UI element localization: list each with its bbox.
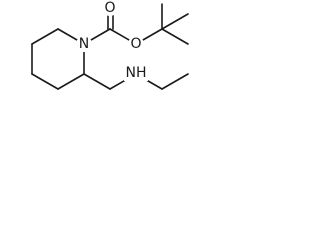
amine-label: NH xyxy=(126,65,147,81)
ring-bond-n-c2 xyxy=(57,73,85,90)
bond-ethyl-methyl xyxy=(161,73,189,90)
atom-amine: NH xyxy=(124,65,148,81)
structure-diagram: N O O NH xyxy=(31,0,189,90)
ester-oxygen-label: O xyxy=(130,36,141,52)
ring-bond-c4-c5 xyxy=(31,28,59,45)
piperidine-ring xyxy=(31,28,85,90)
atom-ring-nitrogen: N xyxy=(76,36,92,52)
carbonyl-oxygen-label: O xyxy=(104,0,115,16)
bond-c2-methylene xyxy=(83,73,111,90)
ring-bond-c2-c3 xyxy=(31,73,59,90)
tert-butyl-group xyxy=(161,3,189,45)
atom-ester-oxygen: O xyxy=(128,36,144,52)
tbutyl-methyl-down xyxy=(161,28,189,45)
tbutyl-methyl-right xyxy=(161,13,189,30)
ring-nitrogen-label: N xyxy=(79,36,89,52)
atom-carbonyl-oxygen: O xyxy=(102,0,118,16)
